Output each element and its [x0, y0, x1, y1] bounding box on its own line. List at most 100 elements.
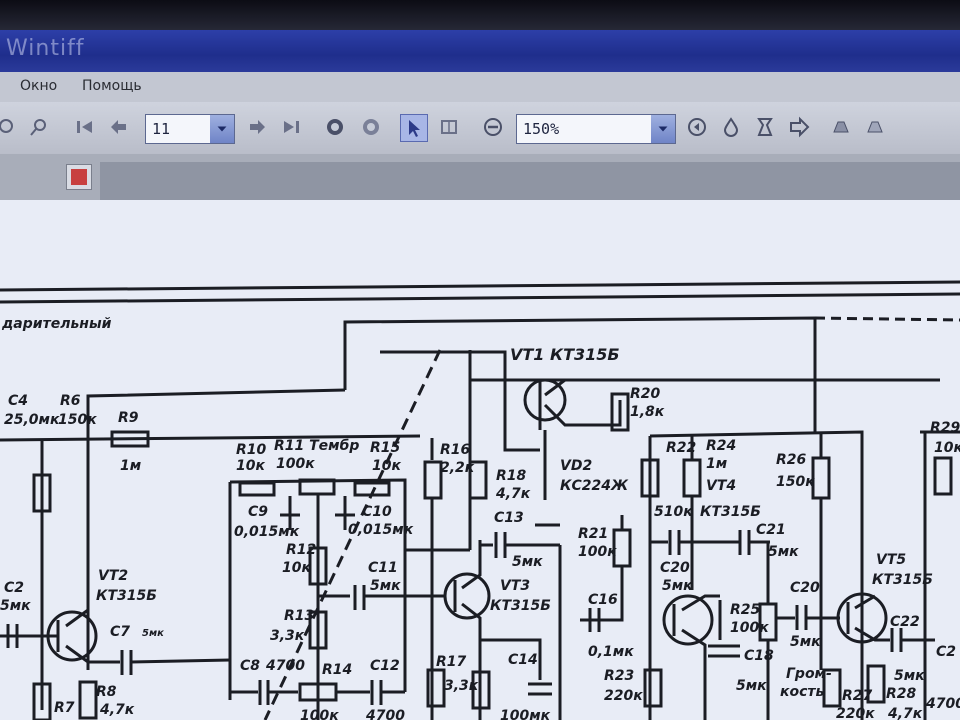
- bookmark-icon: [757, 118, 773, 136]
- flip-horizontal-button[interactable]: [828, 114, 854, 140]
- r13-label: R13: [284, 608, 314, 624]
- r25-label: R25: [730, 602, 761, 618]
- r26-value: 150к: [776, 474, 815, 490]
- page-dropdown-button[interactable]: [210, 115, 234, 143]
- r24-value: 1м: [706, 456, 727, 472]
- r29-label: R29: [930, 420, 960, 436]
- c2b-label: C2: [936, 644, 956, 660]
- arrow-left-icon: [111, 120, 126, 134]
- c13-label: C13: [494, 510, 524, 526]
- r26-label: R26: [776, 452, 807, 468]
- title-bar: Wintiff: [0, 30, 960, 72]
- schematic-image: дарительный VT1 КТ315Б R20 1,8к VD2 КС22…: [0, 280, 960, 720]
- forward-button[interactable]: [786, 114, 812, 140]
- zoom-dropdown-button[interactable]: [651, 115, 675, 143]
- r29-value: 10к: [934, 440, 960, 456]
- flip-vertical-button[interactable]: [862, 114, 888, 140]
- close-icon: [71, 169, 87, 185]
- previous-page-button[interactable]: [106, 114, 132, 140]
- r28-value: 4,7к: [887, 706, 923, 720]
- r15-label: R15: [370, 440, 401, 456]
- fit-page-button[interactable]: [436, 114, 462, 140]
- zoom-combo[interactable]: 150%: [516, 114, 676, 144]
- r27-value: 220к: [836, 706, 875, 720]
- r12-label: R12: [286, 542, 316, 558]
- r22-label: R22: [666, 440, 696, 456]
- c18-label: C18: [744, 648, 774, 664]
- r24-label: R24: [706, 438, 736, 454]
- document-canvas[interactable]: дарительный VT1 КТ315Б R20 1,8к VD2 КС22…: [0, 200, 960, 720]
- bookmark-button[interactable]: [752, 114, 778, 140]
- c9-label: C9: [248, 504, 268, 520]
- c14-label: C14: [508, 652, 538, 668]
- rotate-left-icon: [327, 119, 343, 135]
- vd2-label: VD2: [560, 458, 592, 474]
- arrow-right-icon: [250, 120, 265, 134]
- c18-value: 5мк: [736, 678, 767, 694]
- schematic-header-label: дарительный: [1, 316, 112, 332]
- close-document-button[interactable]: [66, 164, 92, 190]
- c2-label: C2: [4, 580, 24, 596]
- r20-label: R20: [630, 386, 661, 402]
- vt3-label: VT3: [500, 578, 530, 594]
- zoom-tool-button[interactable]: [0, 114, 20, 140]
- tab-strip: [100, 162, 960, 200]
- menu-window[interactable]: Окно: [20, 78, 58, 94]
- r6-label: R6: [60, 393, 81, 409]
- window-title: Wintiff: [6, 36, 85, 61]
- zoom-value: 150%: [523, 120, 560, 138]
- volume-label: Гром-: [786, 666, 832, 682]
- next-page-button[interactable]: [244, 114, 270, 140]
- r17-value: 3,3к: [444, 678, 479, 694]
- c21-label: C21: [756, 522, 786, 538]
- r18-label: R18: [496, 468, 527, 484]
- c8-label: C8: [240, 658, 260, 674]
- vd2-value: КС224Ж: [560, 478, 629, 494]
- c7-value: 5мк: [142, 628, 164, 639]
- volume-label-2: кость: [780, 684, 825, 700]
- chevron-down-icon: [658, 126, 668, 132]
- c11-label: C11: [368, 560, 398, 576]
- r23-label: R23: [604, 668, 634, 684]
- r9-label: R9: [118, 410, 139, 426]
- r6-value: 150к: [58, 412, 97, 428]
- vt3-value: КТ315Б: [490, 598, 551, 614]
- flip-icon: [867, 121, 883, 133]
- rotate-left-button[interactable]: [322, 114, 348, 140]
- first-page-button[interactable]: [72, 114, 98, 140]
- magnifier-icon: [0, 119, 13, 133]
- zoom-in-button[interactable]: [684, 114, 710, 140]
- c4-label: C4: [8, 393, 28, 409]
- last-page-button[interactable]: [278, 114, 304, 140]
- search-button[interactable]: [26, 114, 52, 140]
- vt4-label: VT4: [706, 478, 736, 494]
- r25-value: 100к: [730, 620, 769, 636]
- select-tool-button[interactable]: [400, 114, 428, 142]
- vt5-value: КТ315Б: [872, 572, 933, 588]
- page-number-combo[interactable]: 11: [145, 114, 235, 144]
- zoom-out-button[interactable]: [480, 114, 506, 140]
- toolbar: 11 150%: [0, 102, 960, 155]
- rotate-right-button[interactable]: [358, 114, 384, 140]
- minus-circle-icon: [484, 118, 502, 136]
- menu-help[interactable]: Помощь: [82, 78, 142, 94]
- r12-value: 10к: [282, 560, 311, 576]
- document-tab-bar: [0, 154, 960, 200]
- chevron-down-icon: [217, 126, 227, 132]
- c20-label: C20: [660, 560, 690, 576]
- plus-circle-icon: [688, 118, 706, 136]
- r22-value: 510к: [654, 504, 693, 520]
- r10-value: 10к: [236, 458, 265, 474]
- r17-label: R17: [436, 654, 467, 670]
- c16-label: C16: [588, 592, 618, 608]
- cursor-arrow-icon: [409, 120, 420, 137]
- vt2-value: КТ315Б: [96, 588, 157, 604]
- c12-value: 4700: [365, 708, 405, 720]
- r14-value: 100к: [300, 708, 339, 720]
- r20-value: 1,8к: [630, 404, 665, 420]
- brightness-button[interactable]: [718, 114, 744, 140]
- r28-label: R28: [886, 686, 917, 702]
- c20b-label: C20: [790, 580, 820, 596]
- c10-label: C10: [362, 504, 392, 520]
